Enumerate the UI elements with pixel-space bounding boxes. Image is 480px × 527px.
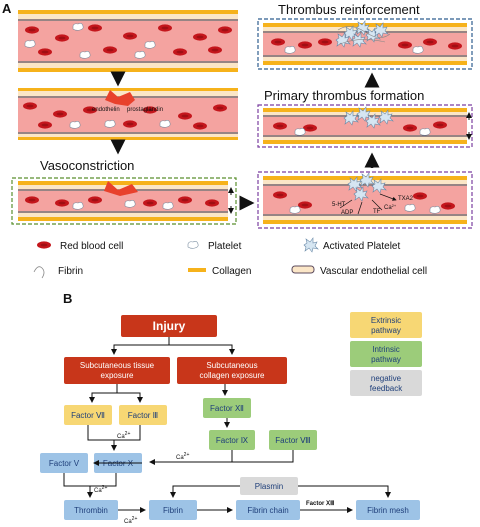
sub-tissue-line1: Subcutaneous tissue: [80, 361, 155, 370]
injury-label: Injury: [153, 319, 186, 333]
sub-tissue-line2: exposure: [101, 371, 134, 380]
vasoconstriction-title: Vasoconstriction: [40, 158, 134, 173]
sub-collagen-line1: Subcutaneous: [206, 361, 257, 370]
legend-intrinsic-line2: pathway: [371, 355, 401, 364]
vessel-vasoconstriction: [11, 177, 237, 225]
legend-extrinsic-line1: Extrinsic: [371, 316, 401, 325]
legend-negative-line2: feedback: [370, 384, 403, 393]
legend-negative-line1: negative: [371, 374, 402, 383]
panel-b-label: B: [63, 291, 72, 306]
plasmin-box: [240, 477, 298, 495]
fibrin-chain-label: Fibrin chain: [247, 506, 288, 515]
thrombin-label: Thrombin: [74, 506, 108, 515]
factor-ix-box: [209, 430, 255, 450]
prostaglandin-label: prostaglandin: [127, 107, 163, 113]
legend-extrinsic-line2: pathway: [371, 326, 401, 335]
fibrin-chain-box: [236, 500, 300, 520]
factor-xii-label: Factor Ⅻ: [210, 404, 244, 413]
legend-activated-icon: [303, 237, 319, 253]
label-adp: ADP: [341, 210, 353, 216]
legend-intrinsic-box: [350, 341, 422, 367]
factor-vii-label: Factor Ⅶ: [71, 411, 105, 420]
factor-ix-label: Factor Ⅸ: [216, 436, 249, 445]
fibrin-mesh-box: [356, 500, 420, 520]
label-5ht: 5-HT: [332, 202, 346, 208]
legend-platelet: Platelet: [208, 241, 242, 252]
factor-v-box: [40, 453, 88, 473]
legend-platelet-icon: [187, 241, 199, 249]
legend-negative-box: [350, 370, 422, 396]
legend-endothelial-icon: [291, 265, 315, 274]
sub-tissue-box: [64, 357, 170, 384]
legend-rbc: Red blood cell: [60, 241, 123, 252]
factor-xiii-label: Factor ⅩⅢ: [306, 500, 334, 507]
ca-label-3: Ca2+: [94, 485, 107, 494]
factor-v-label: Factor V: [49, 459, 80, 468]
factor-vii-box: [64, 405, 112, 425]
legend-extrinsic-box: [350, 312, 422, 338]
vessel-reinforcement: [257, 18, 473, 70]
legend-intrinsic-line1: Intrinsic: [372, 345, 400, 354]
plasmin-label: Plasmin: [255, 482, 283, 491]
vessel-normal: [18, 10, 238, 72]
legend-endothelial: Vascular endothelial cell: [320, 266, 427, 277]
thrombin-box: [64, 500, 118, 520]
fibrin-box: [149, 500, 197, 520]
vessel-activation: [257, 171, 473, 229]
vessel-primary-thrombus: [257, 104, 473, 148]
fibrin-label: Fibrin: [163, 506, 183, 515]
factor-iii-label: Factor Ⅲ: [128, 411, 158, 420]
legend-fibrin: Fibrin: [58, 266, 83, 277]
label-txa2: TXA2: [398, 196, 414, 202]
legend-collagen-icon: [188, 268, 206, 272]
legend: Red blood cell Platelet Activated Platel…: [33, 237, 427, 279]
primary-thrombus-title: Primary thrombus formation: [264, 88, 424, 103]
factor-viii-box: [269, 430, 317, 450]
injury-box: [121, 315, 217, 337]
label-ca-a: Ca2+: [384, 203, 397, 211]
endothelin-label: endothelin: [92, 107, 120, 113]
factor-viii-label: Factor Ⅷ: [275, 436, 310, 445]
ca-label-4: Ca2+: [124, 516, 137, 525]
factor-xii-box: [203, 398, 251, 418]
ca-label-2: Ca2+: [176, 452, 189, 461]
factor-iii-box: [119, 405, 167, 425]
vessel-injury: [18, 88, 238, 140]
fibrin-mesh-label: Fibrin mesh: [367, 506, 409, 515]
label-tf: TF: [373, 209, 381, 215]
legend-collagen: Collagen: [212, 266, 251, 277]
legend-rbc-icon: [37, 241, 51, 249]
ca-label-1: Ca2+: [117, 431, 130, 440]
legend-activated: Activated Platelet: [323, 241, 400, 252]
legend-fibrin-icon: [33, 266, 45, 279]
reinforcement-title: Thrombus reinforcement: [278, 2, 420, 17]
panel-a-label: A: [2, 1, 12, 16]
sub-collagen-box: [177, 357, 287, 384]
sub-collagen-line2: collagen exposure: [200, 371, 265, 380]
